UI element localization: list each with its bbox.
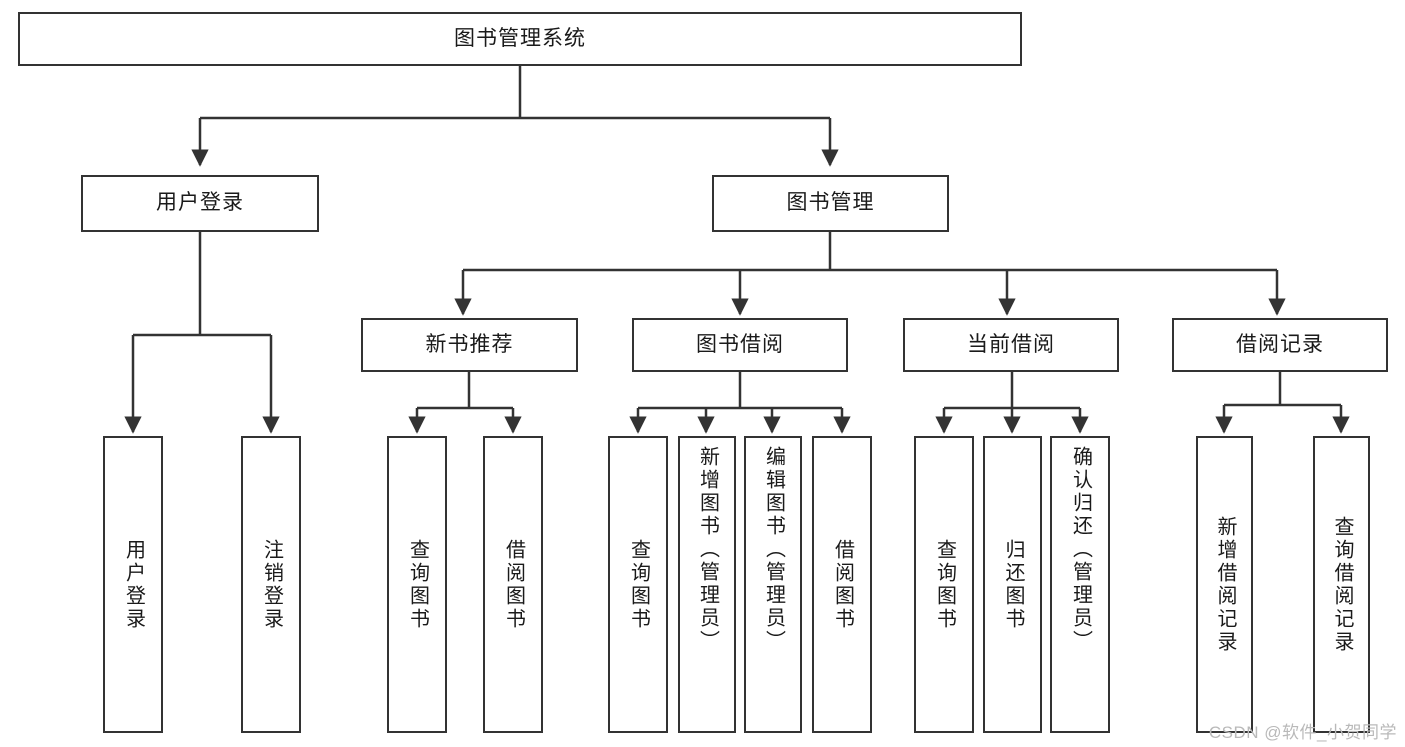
node-new-book-recommend[interactable]: 新书推荐 <box>361 318 578 372</box>
leaf-user-login-1[interactable]: 用户登录 <box>103 436 163 733</box>
leaf-current-borrow-3-label: 确认归还（管理员） <box>1069 446 1092 653</box>
leaf-user-login-1-label: 用户登录 <box>122 538 145 631</box>
node-book-manage[interactable]: 图书管理 <box>712 175 949 232</box>
node-new-book-recommend-label: 新书推荐 <box>425 332 514 356</box>
leaf-book-borrow-2-label: 新增图书（管理员） <box>696 446 719 653</box>
leaf-user-login-2[interactable]: 注销登录 <box>241 436 301 733</box>
leaf-current-borrow-2[interactable]: 归还图书 <box>983 436 1042 733</box>
leaf-current-borrow-1-label: 查询图书 <box>933 538 956 631</box>
leaf-user-login-2-label: 注销登录 <box>260 538 283 631</box>
watermark-text: CSDN @软件_小贺同学 <box>1208 723 1397 742</box>
leaf-book-borrow-2[interactable]: 新增图书（管理员） <box>678 436 736 733</box>
leaf-current-borrow-3[interactable]: 确认归还（管理员） <box>1050 436 1110 733</box>
node-user-login[interactable]: 用户登录 <box>81 175 319 232</box>
leaf-book-borrow-3-label: 编辑图书（管理员） <box>762 446 785 653</box>
leaf-book-borrow-1[interactable]: 查询图书 <box>608 436 668 733</box>
node-book-borrow[interactable]: 图书借阅 <box>632 318 848 372</box>
leaf-borrow-record-1[interactable]: 新增借阅记录 <box>1196 436 1253 733</box>
node-current-borrow-label: 当前借阅 <box>967 332 1055 356</box>
leaf-new-book-2[interactable]: 借阅图书 <box>483 436 543 733</box>
leaf-new-book-1[interactable]: 查询图书 <box>387 436 447 733</box>
leaf-current-borrow-2-label: 归还图书 <box>1002 538 1024 631</box>
leaf-book-borrow-4-label: 借阅图书 <box>831 538 854 631</box>
node-borrow-record[interactable]: 借阅记录 <box>1172 318 1388 372</box>
leaf-new-book-2-label: 借阅图书 <box>502 538 525 631</box>
leaf-borrow-record-2-label: 查询借阅记录 <box>1331 515 1353 654</box>
node-current-borrow[interactable]: 当前借阅 <box>903 318 1119 372</box>
leaf-book-borrow-3[interactable]: 编辑图书（管理员） <box>744 436 802 733</box>
node-user-login-label: 用户登录 <box>156 191 244 215</box>
leaf-book-borrow-4[interactable]: 借阅图书 <box>812 436 872 733</box>
node-book-borrow-label: 图书借阅 <box>696 332 784 356</box>
node-root-label: 图书管理系统 <box>454 26 586 50</box>
node-book-manage-label: 图书管理 <box>786 191 875 215</box>
leaf-book-borrow-1-label: 查询图书 <box>627 538 650 631</box>
leaf-new-book-1-label: 查询图书 <box>406 538 429 631</box>
leaf-borrow-record-1-label: 新增借阅记录 <box>1214 515 1236 654</box>
leaf-borrow-record-2[interactable]: 查询借阅记录 <box>1313 436 1370 733</box>
node-root[interactable]: 图书管理系统 <box>18 12 1022 66</box>
node-borrow-record-label: 借阅记录 <box>1236 332 1324 356</box>
leaf-current-borrow-1[interactable]: 查询图书 <box>914 436 974 733</box>
